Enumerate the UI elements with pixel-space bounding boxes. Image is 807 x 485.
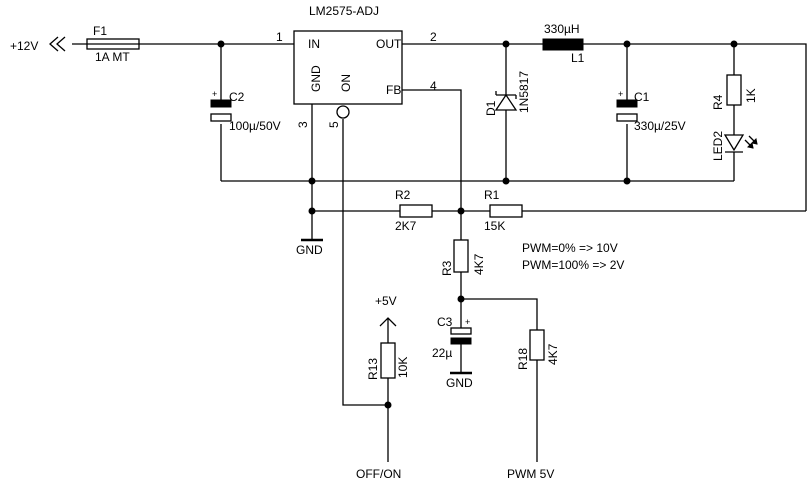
gnd-label-1: GND bbox=[296, 243, 323, 257]
c3-value: 22µ bbox=[432, 346, 452, 360]
r1-ref: R1 bbox=[484, 188, 500, 202]
c2-plus: + bbox=[212, 89, 217, 99]
input-12v-terminal: +12V bbox=[10, 36, 66, 53]
ic-pin-num-3: 3 bbox=[296, 121, 310, 128]
c1-value: 330µ/25V bbox=[634, 119, 686, 133]
ic-pin-num-5: 5 bbox=[327, 121, 341, 128]
gnd-label-2: GND bbox=[446, 376, 473, 390]
ic-pin-gnd: GND bbox=[309, 65, 323, 92]
ic-name: LM2575-ADJ bbox=[309, 4, 379, 18]
led-led2: LED2 bbox=[711, 131, 758, 161]
resistor-r1: R1 15K bbox=[484, 188, 523, 233]
note-line-1: PWM=0% => 10V bbox=[522, 241, 618, 255]
c1-ref: C1 bbox=[634, 90, 650, 104]
r3-ref: R3 bbox=[440, 260, 454, 276]
d1-ref: D1 bbox=[484, 100, 498, 116]
ic-pin-num-1: 1 bbox=[276, 30, 283, 44]
r3-value: 4K7 bbox=[472, 253, 486, 275]
c3-ref: C3 bbox=[437, 315, 453, 329]
wires bbox=[72, 43, 807, 462]
ic-pin-num-2: 2 bbox=[430, 30, 437, 44]
l1-ref: L1 bbox=[571, 51, 585, 65]
resistor-r18: R18 4K7 bbox=[516, 329, 560, 370]
r13-value: 10K bbox=[396, 357, 410, 378]
r2-ref: R2 bbox=[395, 188, 411, 202]
r2-value: 2K7 bbox=[395, 219, 417, 233]
r13-ref: R13 bbox=[366, 358, 380, 380]
offon-label: OFF/ON bbox=[356, 467, 401, 481]
pwm-input-label: PWM 5V bbox=[507, 467, 554, 481]
r18-ref: R18 bbox=[516, 348, 530, 370]
note-line-2: PWM=100% => 2V bbox=[522, 258, 624, 272]
ic-pin-num-4: 4 bbox=[430, 79, 437, 93]
c1-plus: + bbox=[618, 89, 623, 99]
ic-pin-fb: FB bbox=[386, 83, 401, 97]
r4-ref: R4 bbox=[711, 94, 725, 110]
f1-value: 1A MT bbox=[95, 50, 130, 64]
l1-value: 330µH bbox=[544, 22, 580, 36]
d1-value: 1N5817 bbox=[517, 71, 531, 113]
diode-d1: D1 1N5817 bbox=[484, 71, 531, 116]
c3-plus: + bbox=[465, 317, 470, 327]
ic-lm2575: LM2575-ADJ IN OUT FB GND ON 1 2 3 4 5 bbox=[276, 4, 437, 128]
supply-5v-label: +5V bbox=[375, 294, 397, 308]
capacitor-c2: + C2 100µ/50V bbox=[210, 89, 281, 133]
supply-5v-arrow: +5V bbox=[375, 294, 397, 327]
resistor-r2: R2 2K7 bbox=[395, 188, 433, 233]
c2-value: 100µ/50V bbox=[229, 119, 281, 133]
pwm-note: PWM=0% => 10V PWM=100% => 2V bbox=[522, 241, 624, 272]
fuse-f1: F1 1A MT bbox=[86, 24, 140, 64]
capacitor-c3: + C3 22µ bbox=[432, 315, 472, 360]
c2-ref: C2 bbox=[229, 90, 245, 104]
ic-pin-out: OUT bbox=[376, 37, 402, 51]
ic-pin-on: ON bbox=[339, 74, 353, 92]
resistor-r4: R4 1K bbox=[711, 74, 758, 110]
f1-ref: F1 bbox=[93, 24, 107, 38]
led2-ref: LED2 bbox=[711, 131, 725, 161]
junctions bbox=[217, 40, 738, 409]
capacitor-c1: + C1 330µ/25V bbox=[616, 89, 686, 133]
r4-value: 1K bbox=[744, 88, 758, 103]
ground-symbol-ic: GND bbox=[296, 238, 323, 257]
input-12v-label: +12V bbox=[10, 39, 38, 53]
resistor-r3: R3 4K7 bbox=[440, 239, 486, 276]
r18-value: 4K7 bbox=[546, 343, 560, 365]
ground-symbol-c3: GND bbox=[446, 371, 473, 390]
inductor-l1: 330µH L1 bbox=[542, 22, 585, 65]
r1-value: 15K bbox=[484, 219, 505, 233]
ic-pin-in: IN bbox=[308, 37, 320, 51]
resistor-r13: R13 10K bbox=[366, 342, 410, 380]
